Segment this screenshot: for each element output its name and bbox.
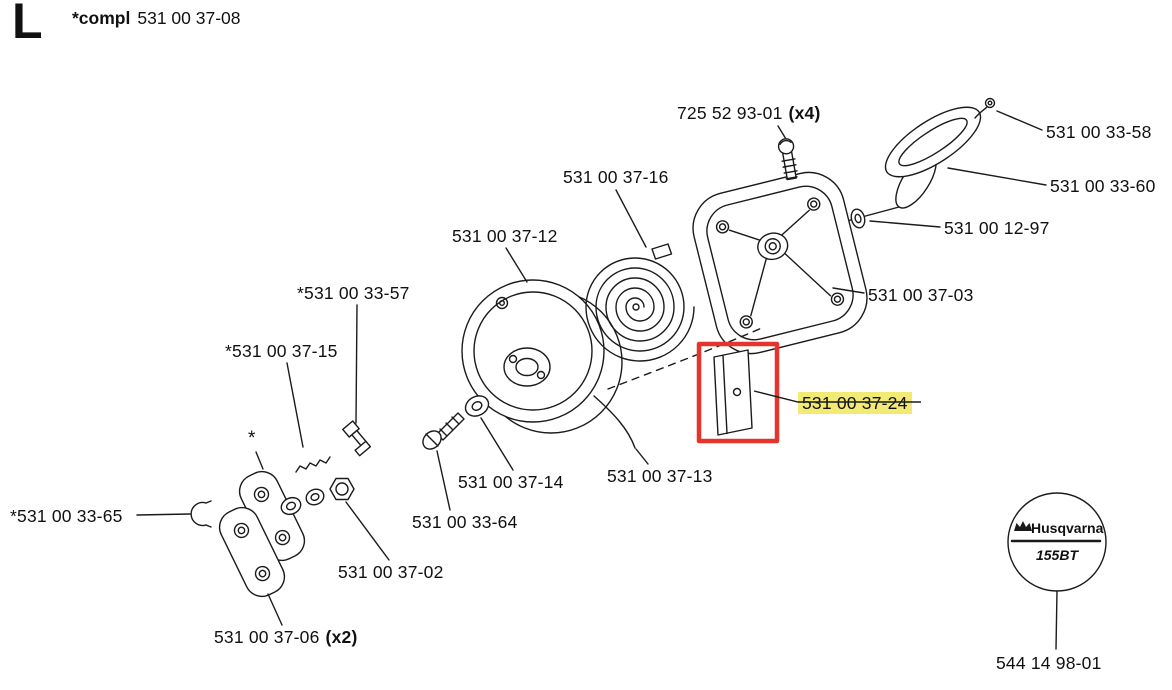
- part-label-531-00-33-60[interactable]: 531 00 33-60: [1050, 176, 1156, 196]
- husqvarna-decal: Husqvarna 155BT: [1007, 492, 1107, 650]
- leader-lines: [136, 110, 1047, 626]
- part-number: 531 00 33-60: [1050, 176, 1156, 196]
- part-label-531-00-33-65[interactable]: *531 00 33-65: [10, 506, 123, 526]
- pawl-screw: [342, 420, 372, 457]
- part-qty: (x4): [788, 103, 821, 123]
- part-number: 531 00 33-58: [1046, 122, 1152, 142]
- spring-plate-part: [713, 349, 753, 436]
- starter-housing: [692, 171, 868, 355]
- part-number: 531 00 37-24: [802, 393, 908, 413]
- rope-guide-washer: [850, 208, 866, 229]
- part-label-531-00-33-58[interactable]: 531 00 33-58: [1046, 122, 1152, 142]
- part-label-531-00-37-06[interactable]: 531 00 37-06(x2): [214, 627, 357, 647]
- part-number: 531 00 37-16: [563, 167, 669, 187]
- part-number: 544 14 98-01: [996, 653, 1102, 673]
- part-qty: (x2): [325, 627, 358, 647]
- pawl-assembly: [190, 420, 372, 598]
- part-label-531-00-37-14[interactable]: 531 00 37-14: [458, 472, 564, 492]
- asterisk-marker: *: [248, 428, 256, 449]
- part-number: 531 00 33-64: [412, 512, 518, 532]
- part-number: 531 00 12-97: [944, 218, 1050, 238]
- pawl-washers: [280, 488, 325, 516]
- part-number: *531 00 33-57: [297, 283, 410, 303]
- part-label-725-52-93-01[interactable]: 725 52 93-01(x4): [677, 103, 820, 123]
- part-number: 531 00 37-02: [338, 562, 444, 582]
- compl-reference: *compl 531 00 37-08: [72, 8, 241, 29]
- pawl-nut: [329, 477, 355, 501]
- decal-brand-text: Husqvarna: [1031, 520, 1104, 536]
- part-number: *531 00 33-65: [10, 506, 123, 526]
- part-label-531-00-33-64[interactable]: 531 00 33-64: [412, 512, 518, 532]
- part-number: 531 00 37-06: [214, 627, 320, 647]
- husqvarna-crown-icon: [1014, 521, 1032, 531]
- part-number: 725 52 93-01: [677, 103, 783, 123]
- part-label-531-00-37-15[interactable]: *531 00 37-15: [225, 341, 338, 361]
- rope-pulley: [461, 279, 623, 434]
- retainer-clip: [190, 500, 212, 528]
- recoil-spring: [585, 243, 695, 362]
- housing-screw: [777, 138, 798, 181]
- part-label-531-00-12-97[interactable]: 531 00 12-97: [944, 218, 1050, 238]
- part-label-531-00-37-12[interactable]: 531 00 37-12: [452, 226, 558, 246]
- compl-prefix: *compl: [72, 8, 131, 28]
- part-label-531-00-37-24[interactable]: 531 00 37-24: [798, 392, 912, 414]
- part-label-531-00-37-02[interactable]: 531 00 37-02: [338, 562, 444, 582]
- part-label-531-00-33-57[interactable]: *531 00 33-57: [297, 283, 410, 303]
- part-label-531-00-37-13[interactable]: 531 00 37-13: [607, 466, 713, 486]
- decal-model-text: 155BT: [1036, 547, 1079, 563]
- section-letter: L: [12, 0, 44, 49]
- part-number: 531 00 37-03: [868, 285, 974, 305]
- center-washer: [464, 395, 490, 417]
- part-label-531-00-37-03[interactable]: 531 00 37-03: [868, 285, 974, 305]
- part-number: 531 00 37-12: [452, 226, 558, 246]
- starter-rope: [593, 326, 765, 449]
- compl-number: 531 00 37-08: [137, 8, 241, 28]
- starter-handle: [884, 106, 982, 209]
- part-label-544-14-98-01[interactable]: 544 14 98-01: [996, 653, 1102, 673]
- part-number: 531 00 37-13: [607, 466, 713, 486]
- part-number: 531 00 37-14: [458, 472, 564, 492]
- starter-pawl-front: [218, 506, 286, 598]
- part-label-531-00-37-16[interactable]: 531 00 37-16: [563, 167, 669, 187]
- pawl-spring: [295, 456, 331, 473]
- part-number: *531 00 37-15: [225, 341, 338, 361]
- rope-end: [974, 97, 996, 119]
- center-screw: [422, 412, 465, 450]
